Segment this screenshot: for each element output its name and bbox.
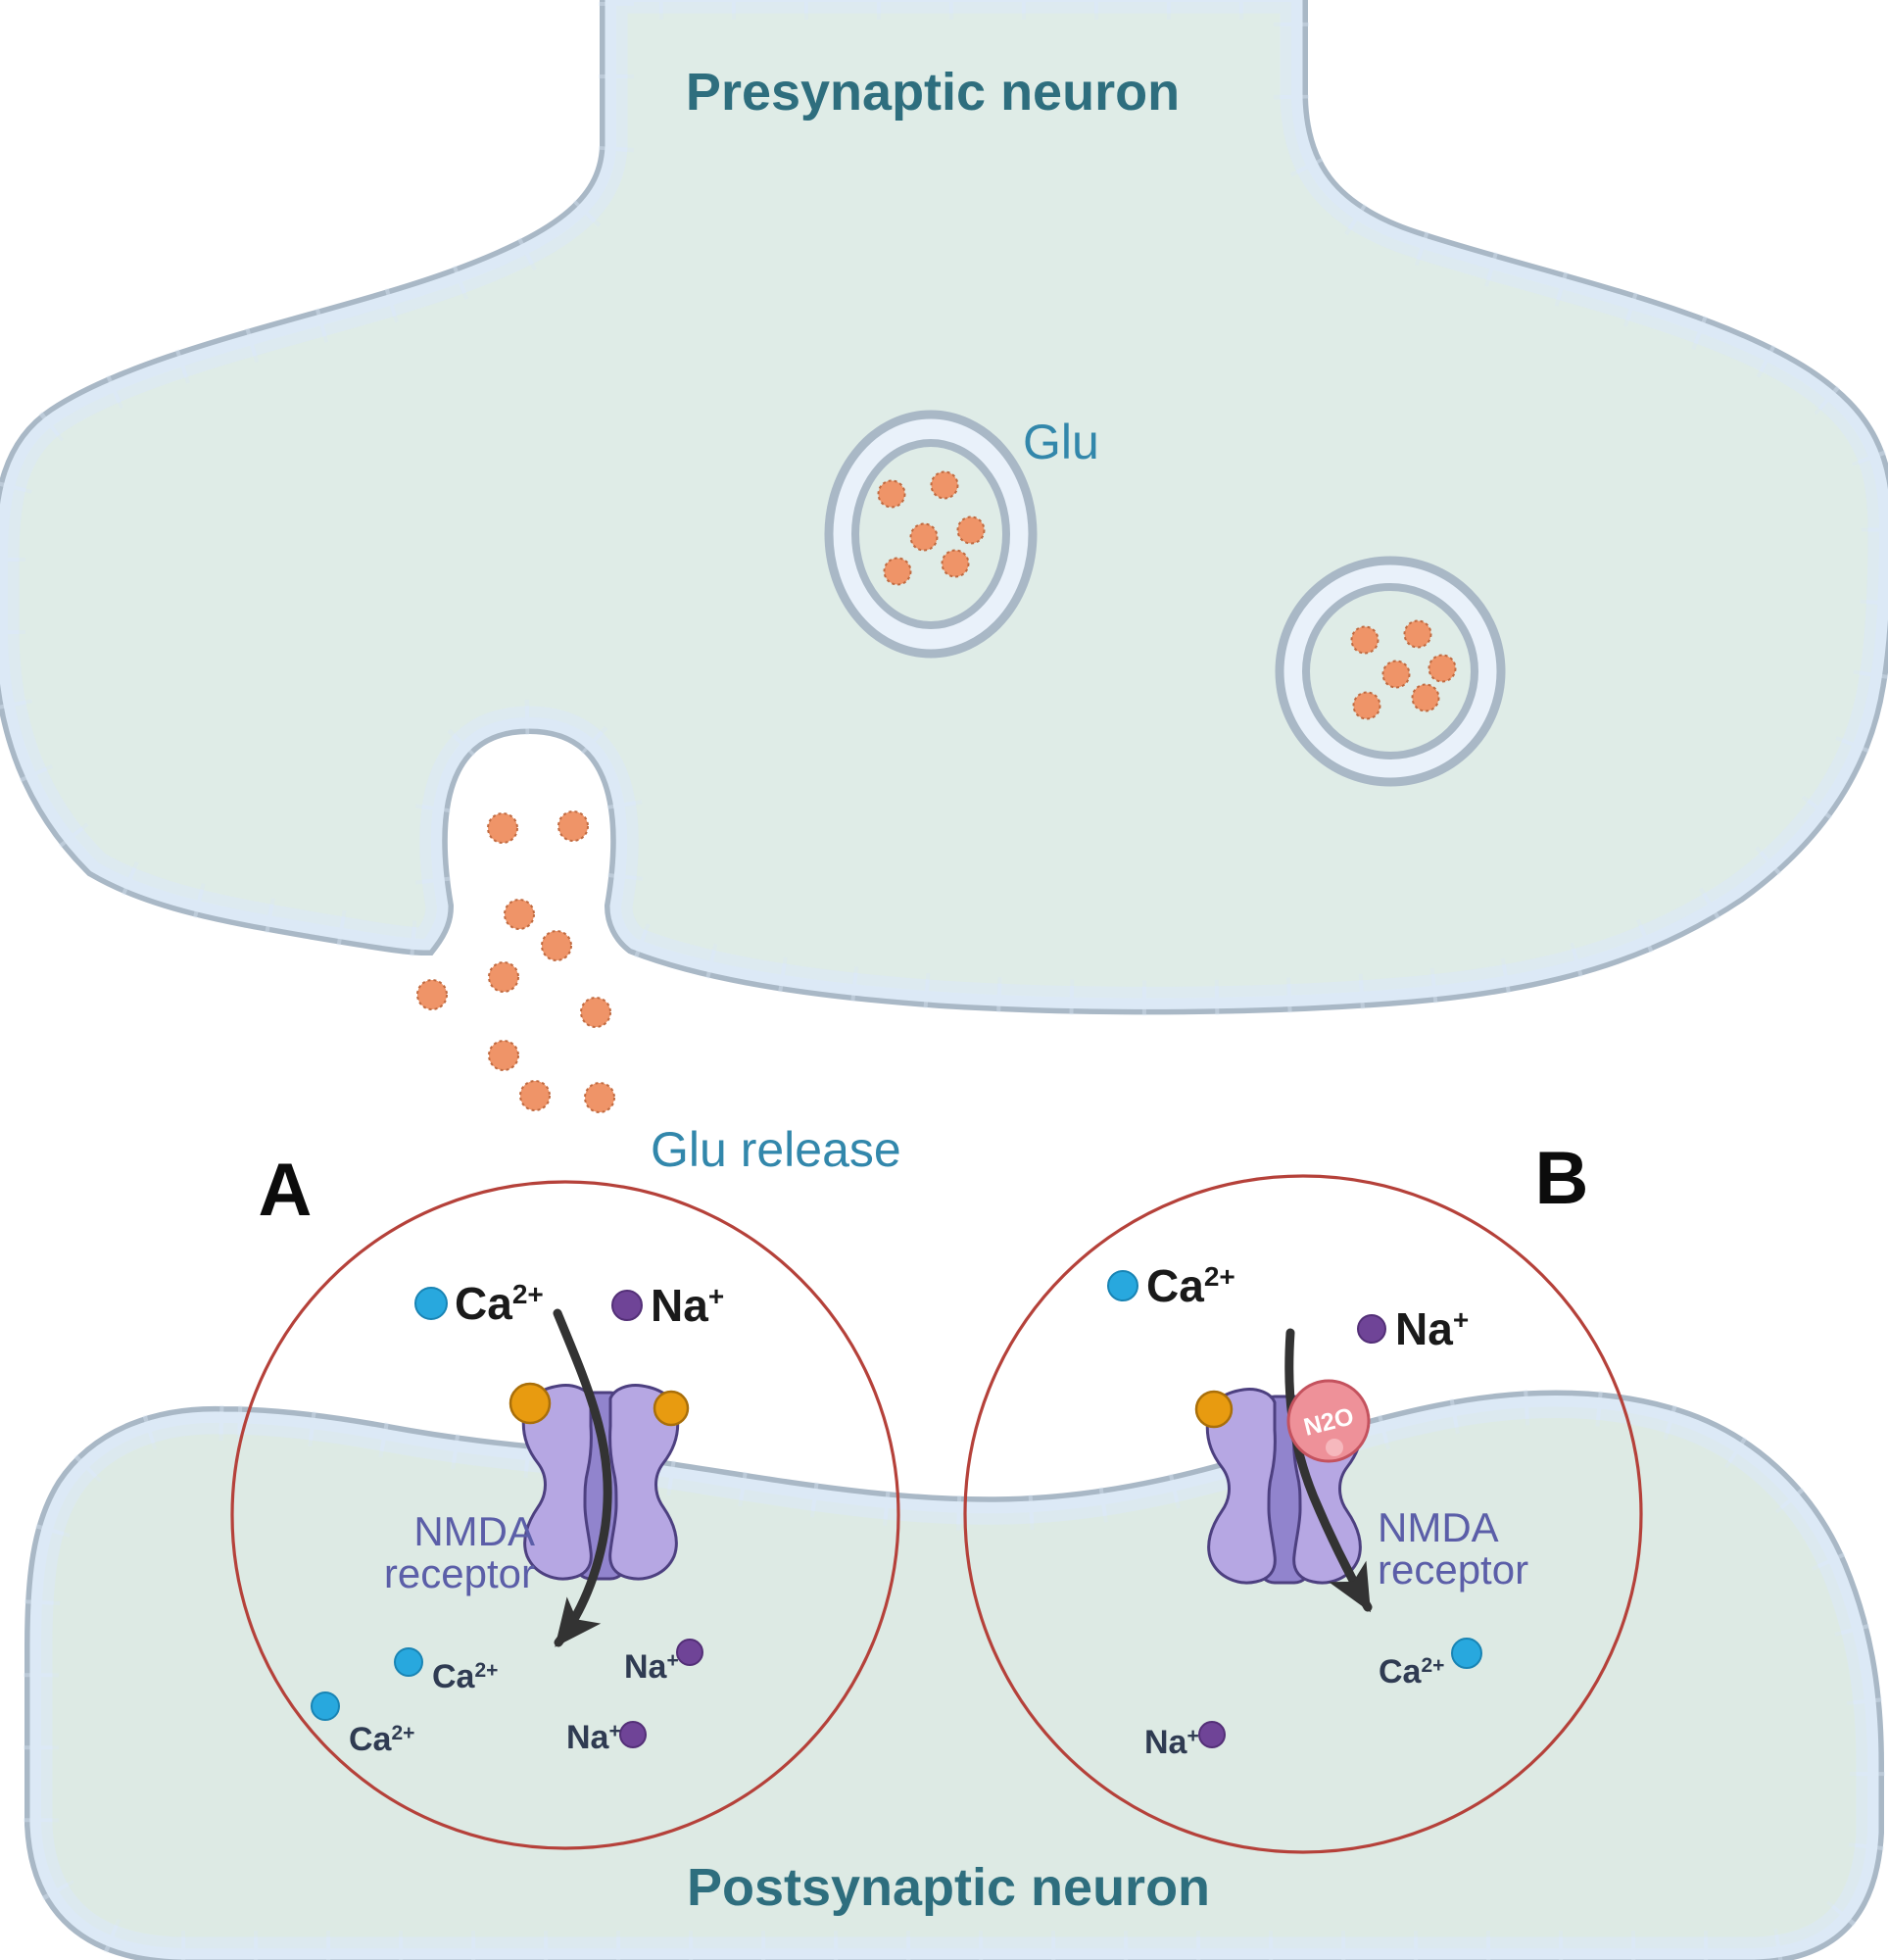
nmda-receptor-label-a: NMDA receptor <box>384 1508 535 1596</box>
calcium-ion <box>414 1287 448 1320</box>
glu-dot <box>1428 654 1457 683</box>
glu-dot <box>941 549 970 578</box>
panel-a-ions: Ca2+ Na+ Ca2+ Ca2+ Na+ Na+ <box>311 1278 724 1758</box>
sodium-label: Na+ <box>1395 1303 1469 1354</box>
panel-b-circle <box>963 1174 1643 1854</box>
sodium-label: Na+ <box>624 1648 679 1686</box>
glu-dot <box>956 515 986 545</box>
panel-b-label: B <box>1535 1137 1589 1220</box>
glutamate-ball <box>653 1390 690 1427</box>
glu-release-label: Glu release <box>651 1122 901 1177</box>
glu-dot <box>1403 619 1432 649</box>
calcium-label: Ca2+ <box>1379 1653 1444 1690</box>
glu-dot <box>488 961 519 993</box>
nmda-label-line2: receptor <box>1378 1546 1528 1592</box>
nmda-receptor-a <box>508 1382 690 1581</box>
glu-dot <box>909 522 939 552</box>
synaptic-vesicle-1 <box>824 410 1038 659</box>
synaptic-vesicle-2 <box>1275 556 1506 787</box>
glu-dot <box>557 810 589 842</box>
n2o-highlight <box>1326 1439 1343 1456</box>
glu-dot <box>488 1040 519 1071</box>
glutamate-ball <box>508 1382 552 1425</box>
glu-dot <box>541 930 572 961</box>
glu-dot <box>416 979 448 1010</box>
sodium-ion <box>611 1290 643 1321</box>
sodium-ion <box>676 1639 703 1666</box>
nmda-label-line2: receptor <box>384 1550 535 1596</box>
sodium-ion <box>619 1721 647 1748</box>
glutamate-ball <box>1194 1390 1234 1429</box>
calcium-label: Ca2+ <box>1146 1260 1235 1311</box>
ion-flow-arrow-b <box>1284 1328 1373 1613</box>
glu-dot <box>1381 660 1411 689</box>
glu-release-dots <box>416 810 615 1113</box>
panel-a-circle <box>230 1180 900 1850</box>
postsynaptic-label: Postsynaptic neuron <box>687 1858 1210 1917</box>
n2o-molecule: N2O <box>1286 1379 1371 1463</box>
ion-flow-arrow-a <box>553 1308 612 1647</box>
glu-dot <box>883 557 912 586</box>
n2o-ball <box>1286 1379 1371 1463</box>
calcium-label: Ca2+ <box>455 1278 544 1329</box>
calcium-label: Ca2+ <box>432 1658 498 1695</box>
glu-dot <box>1350 625 1380 655</box>
calcium-ion <box>1107 1270 1138 1301</box>
glu-dot <box>519 1080 551 1111</box>
glu-dot <box>580 997 611 1028</box>
glu-dot <box>487 812 518 844</box>
calcium-label: Ca2+ <box>349 1721 414 1758</box>
sodium-ion <box>1357 1314 1386 1344</box>
glu-dot <box>584 1082 615 1113</box>
glu-dot <box>504 899 535 930</box>
nmda-label-line1: NMDA <box>1378 1504 1499 1550</box>
presynaptic-label: Presynaptic neuron <box>686 63 1180 122</box>
calcium-ion <box>1451 1638 1482 1669</box>
glu-dot <box>1352 691 1381 720</box>
sodium-label: Na+ <box>566 1719 621 1756</box>
nmda-receptor-label-b: NMDA receptor <box>1378 1504 1528 1592</box>
panel-a-label: A <box>259 1149 313 1232</box>
calcium-ion <box>394 1647 423 1677</box>
postsynaptic-neuron <box>41 1407 1867 1949</box>
nmda-label-line1: NMDA <box>413 1508 535 1554</box>
glu-dot <box>877 479 906 509</box>
glu-dot <box>930 470 959 500</box>
glu-label: Glu <box>1023 415 1099 469</box>
sodium-label: Na+ <box>651 1280 724 1331</box>
panel-b-ions: Ca2+ Na+ Ca2+ Na+ <box>1107 1260 1482 1761</box>
glu-dot <box>1411 683 1440 712</box>
sodium-ion <box>1198 1721 1226 1748</box>
calcium-ion <box>311 1691 340 1721</box>
sodium-label: Na+ <box>1144 1724 1199 1761</box>
